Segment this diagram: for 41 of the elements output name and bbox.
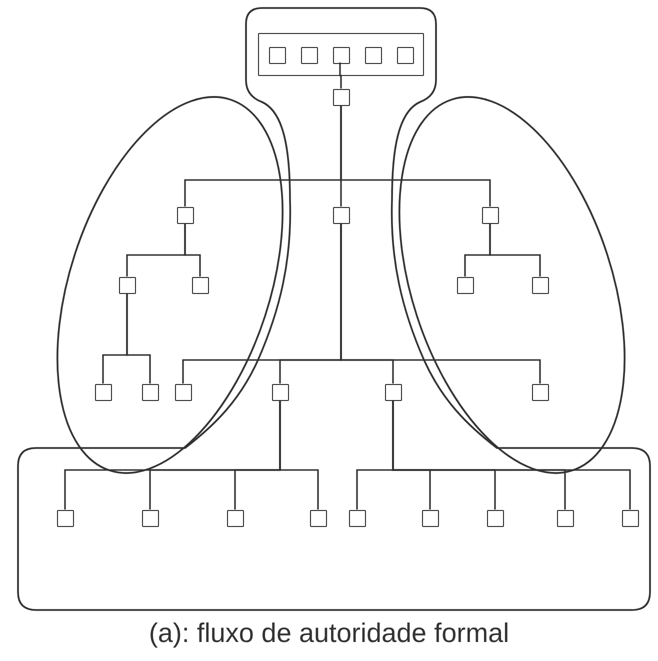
connector-line xyxy=(340,224,541,384)
position-square xyxy=(174,384,192,400)
position-square xyxy=(300,46,318,64)
position-square xyxy=(348,510,366,526)
organization-outline xyxy=(18,8,650,610)
position-square xyxy=(384,384,402,400)
position-square xyxy=(176,206,194,224)
connector-line xyxy=(392,400,631,510)
caption: (a): fluxo de autoridade formal xyxy=(148,618,510,649)
position-square xyxy=(622,510,638,526)
position-square xyxy=(332,206,350,224)
position-square xyxy=(142,384,158,400)
apex-frame xyxy=(258,33,424,76)
position-square xyxy=(486,510,504,526)
position-square xyxy=(364,46,382,64)
position-square xyxy=(226,510,244,526)
position-square xyxy=(56,510,74,526)
connector-line xyxy=(489,224,541,276)
position-square xyxy=(310,510,326,526)
position-square xyxy=(556,510,574,526)
position-square xyxy=(482,206,498,224)
position-square xyxy=(532,276,548,294)
position-square xyxy=(456,276,474,294)
position-square xyxy=(422,510,438,526)
connector-line xyxy=(279,400,319,510)
staff-ellipse xyxy=(57,97,283,473)
position-square xyxy=(192,276,208,294)
position-square xyxy=(94,384,112,400)
connector-line xyxy=(340,106,491,206)
position-square xyxy=(268,46,286,64)
position-square xyxy=(118,276,136,294)
position-square xyxy=(332,88,350,106)
position-square xyxy=(332,46,350,64)
connector-line xyxy=(184,224,201,276)
position-square xyxy=(142,510,158,526)
connector-line xyxy=(339,62,342,88)
connector-line xyxy=(126,294,151,384)
position-square xyxy=(396,46,414,64)
position-square xyxy=(272,384,288,400)
staff-ellipse xyxy=(399,97,625,473)
position-square xyxy=(532,384,548,400)
